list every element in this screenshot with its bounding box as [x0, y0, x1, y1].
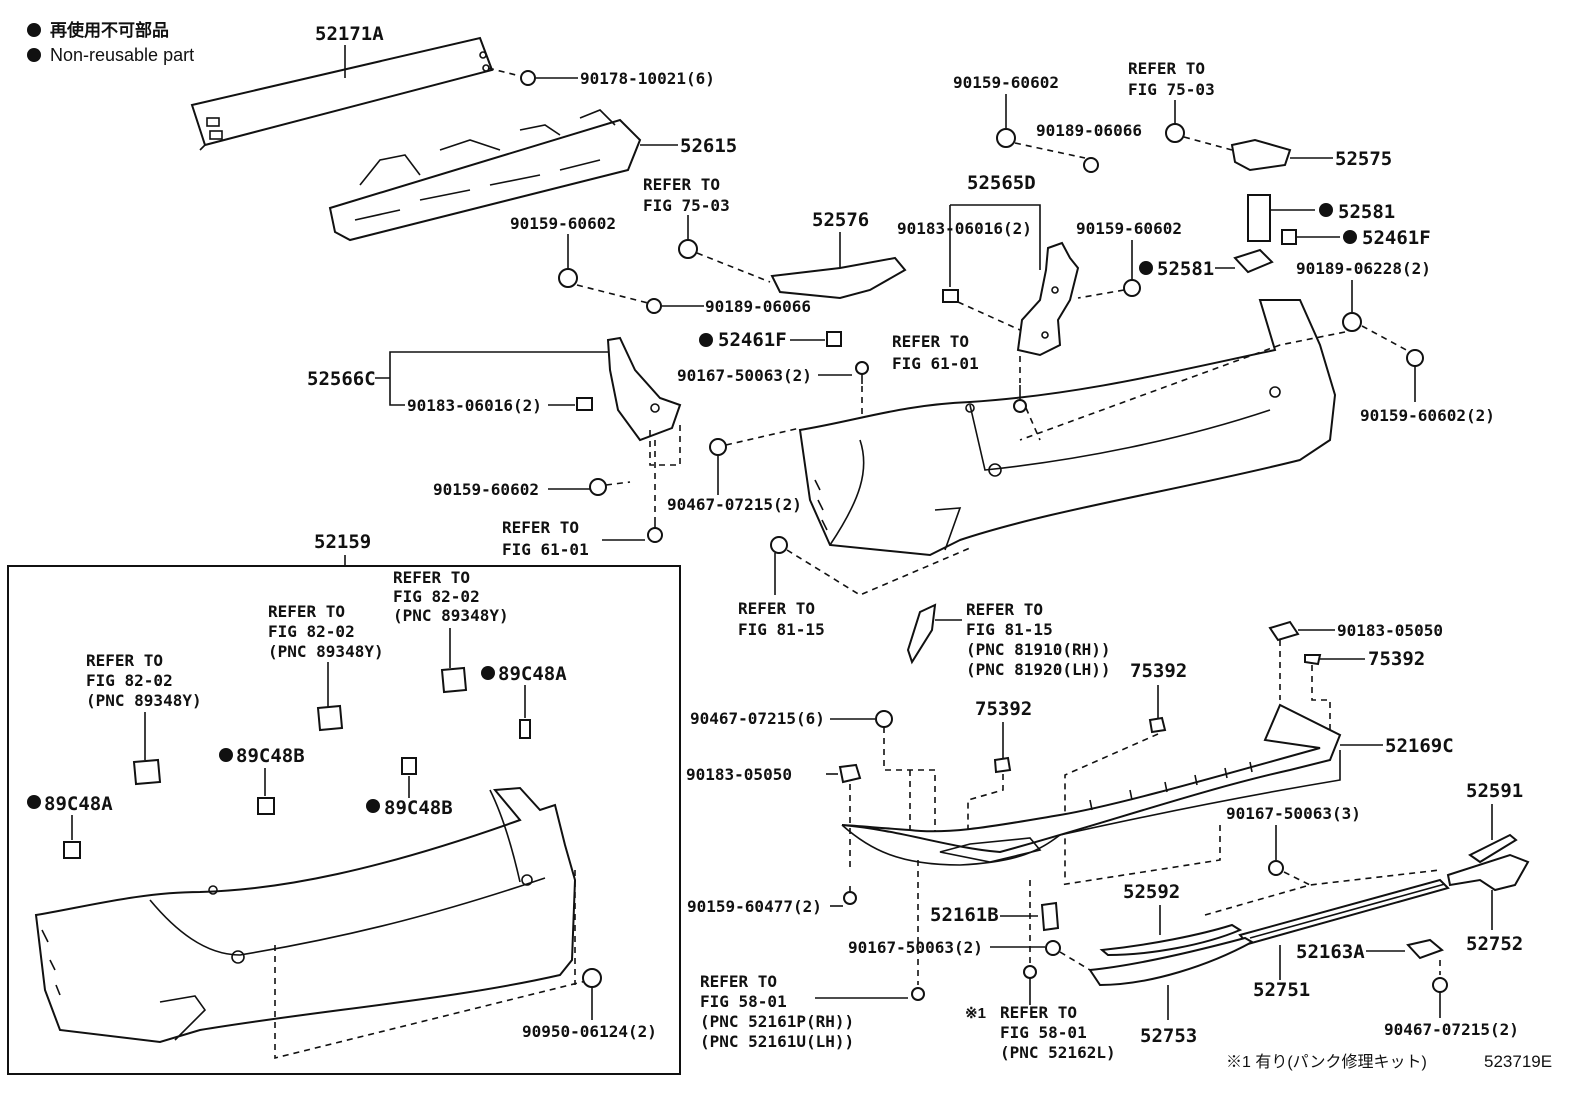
part-90178-10021: 90178-10021(6)	[580, 69, 715, 88]
refer-82-02-b-line1: REFER TO	[268, 602, 345, 621]
part-90159-60602-top: 90159-60602	[953, 73, 1059, 92]
part-89C48A-a: 89C48A	[498, 663, 567, 685]
refer-75-03-a-line1: REFER TO	[643, 175, 720, 194]
refer-61-01-b-line2: FIG 61-01	[892, 354, 979, 373]
part-90183-05050-b: 90183-05050	[686, 765, 792, 784]
part-90159-60602-c: 90159-60602	[1076, 219, 1182, 238]
part-90167-50063-a: 90167-50063(2)	[677, 366, 812, 385]
part-90159-60602-a: 90159-60602	[510, 214, 616, 233]
part-52592: 52592	[1123, 881, 1180, 903]
refer-81-15-b-line2: FIG 81-15	[966, 620, 1053, 639]
part-52581-a: 52581	[1338, 201, 1395, 223]
legend-english: Non-reusable part	[50, 45, 194, 65]
refer-82-02-a-line2: FIG 82-02	[86, 671, 173, 690]
part-52169C: 52169C	[1385, 735, 1454, 757]
part-52753: 52753	[1140, 1025, 1197, 1047]
part-52615: 52615	[680, 135, 737, 157]
refer-58-01-b-line2: FIG 58-01	[1000, 1023, 1087, 1042]
refer-75-03-b-line1: REFER TO	[1128, 59, 1205, 78]
part-89C48B-a: 89C48B	[236, 745, 305, 767]
part-90189-06066-a: 90189-06066	[705, 297, 811, 316]
part-90189-06066-top: 90189-06066	[1036, 121, 1142, 140]
refer-81-15-b-line1: REFER TO	[966, 600, 1043, 619]
non-reusable-bullet-icon	[27, 48, 41, 62]
refer-58-01-a-line3: (PNC 52161P(RH))	[700, 1012, 854, 1031]
part-52751: 52751	[1253, 979, 1310, 1001]
refer-75-03-a-line2: FIG 75-03	[643, 196, 730, 215]
part-90950-06124: 90950-06124(2)	[522, 1022, 657, 1041]
inset-bumper-cover	[34, 786, 577, 1044]
refer-81-15-b-line3: (PNC 81910(RH))	[966, 640, 1111, 659]
legend: 再使用不可部品 Non-reusable part	[27, 20, 194, 65]
part-52461F-a: 52461F	[718, 329, 787, 351]
refer-58-01-b-line1: REFER TO	[1000, 1003, 1077, 1022]
part-90189-06228: 90189-06228(2)	[1296, 259, 1431, 278]
part-90467-07215-a: 90467-07215(2)	[667, 495, 802, 514]
part-89C48B-b: 89C48B	[384, 797, 453, 819]
note-star-1: ※1	[965, 1005, 986, 1022]
part-90159-60477: 90159-60477(2)	[687, 897, 822, 916]
part-52161B: 52161B	[930, 904, 999, 926]
refer-81-15-a-line2: FIG 81-15	[738, 620, 825, 639]
part-52565D: 52565D	[967, 172, 1036, 194]
refer-58-01-a-line4: (PNC 52161U(LH))	[700, 1032, 854, 1051]
part-75392-c: 75392	[975, 698, 1032, 720]
footer-note: ※1 有り(パンク修理キット)	[1226, 1053, 1427, 1071]
part-90183-06016-a: 90183-06016(2)	[407, 396, 542, 415]
refer-61-01-a-line1: REFER TO	[502, 518, 579, 537]
part-90183-06016-b: 90183-06016(2)	[897, 219, 1032, 238]
refer-82-02-c-line2: FIG 82-02	[393, 587, 480, 606]
part-90159-60602-b: 90159-60602	[433, 480, 539, 499]
part-52591: 52591	[1466, 780, 1523, 802]
part-89C48A-b: 89C48A	[44, 793, 113, 815]
part-52159: 52159	[314, 531, 371, 553]
refer-81-15-b-line4: (PNC 81920(LH))	[966, 660, 1111, 679]
bumper-cover-upper	[798, 299, 1337, 557]
part-90159-60602-d: 90159-60602(2)	[1360, 406, 1495, 425]
refer-82-02-b-line3: (PNC 89348Y)	[268, 642, 384, 661]
refer-81-15-a-line1: REFER TO	[738, 599, 815, 618]
refer-82-02-a-line1: REFER TO	[86, 651, 163, 670]
part-90167-50063-b: 90167-50063(3)	[1226, 804, 1361, 823]
part-90167-50063-c: 90167-50063(2)	[848, 938, 983, 957]
refer-58-01-a-line1: REFER TO	[700, 972, 777, 991]
refer-61-01-a-line2: FIG 61-01	[502, 540, 589, 559]
refer-58-01-b-line3: (PNC 52162L)	[1000, 1043, 1116, 1062]
legend-japanese: 再使用不可部品	[50, 20, 169, 40]
part-52581-b: 52581	[1157, 258, 1214, 280]
refer-58-01-a-line2: FIG 58-01	[700, 992, 787, 1011]
part-90467-07215-b: 90467-07215(6)	[690, 709, 825, 728]
part-52163A: 52163A	[1296, 941, 1365, 963]
part-90183-05050-a: 90183-05050	[1337, 621, 1443, 640]
part-90467-07215-c: 90467-07215(2)	[1384, 1020, 1519, 1039]
part-52461F-b: 52461F	[1362, 227, 1431, 249]
refer-82-02-b-line2: FIG 82-02	[268, 622, 355, 641]
part-52752: 52752	[1466, 933, 1523, 955]
part-75392-b: 75392	[1130, 660, 1187, 682]
refer-82-02-a-line3: (PNC 89348Y)	[86, 691, 202, 710]
part-52576: 52576	[812, 209, 869, 231]
part-75392-a: 75392	[1368, 648, 1425, 670]
inset-box	[7, 565, 681, 1075]
part-52171A: 52171A	[315, 23, 384, 45]
part-52566C: 52566C	[307, 368, 376, 390]
part-52575: 52575	[1335, 148, 1392, 170]
refer-82-02-c-line3: (PNC 89348Y)	[393, 606, 509, 625]
refer-82-02-c-line1: REFER TO	[393, 568, 470, 587]
refer-75-03-b-line2: FIG 75-03	[1128, 80, 1215, 99]
bumper-reinforcement	[190, 36, 494, 151]
energy-absorber	[328, 109, 642, 242]
diagram-code: 523719E	[1484, 1052, 1552, 1071]
lower-cover-52169C	[841, 703, 1342, 866]
refer-61-01-b-line1: REFER TO	[892, 332, 969, 351]
non-reusable-bullet-icon	[27, 23, 41, 37]
